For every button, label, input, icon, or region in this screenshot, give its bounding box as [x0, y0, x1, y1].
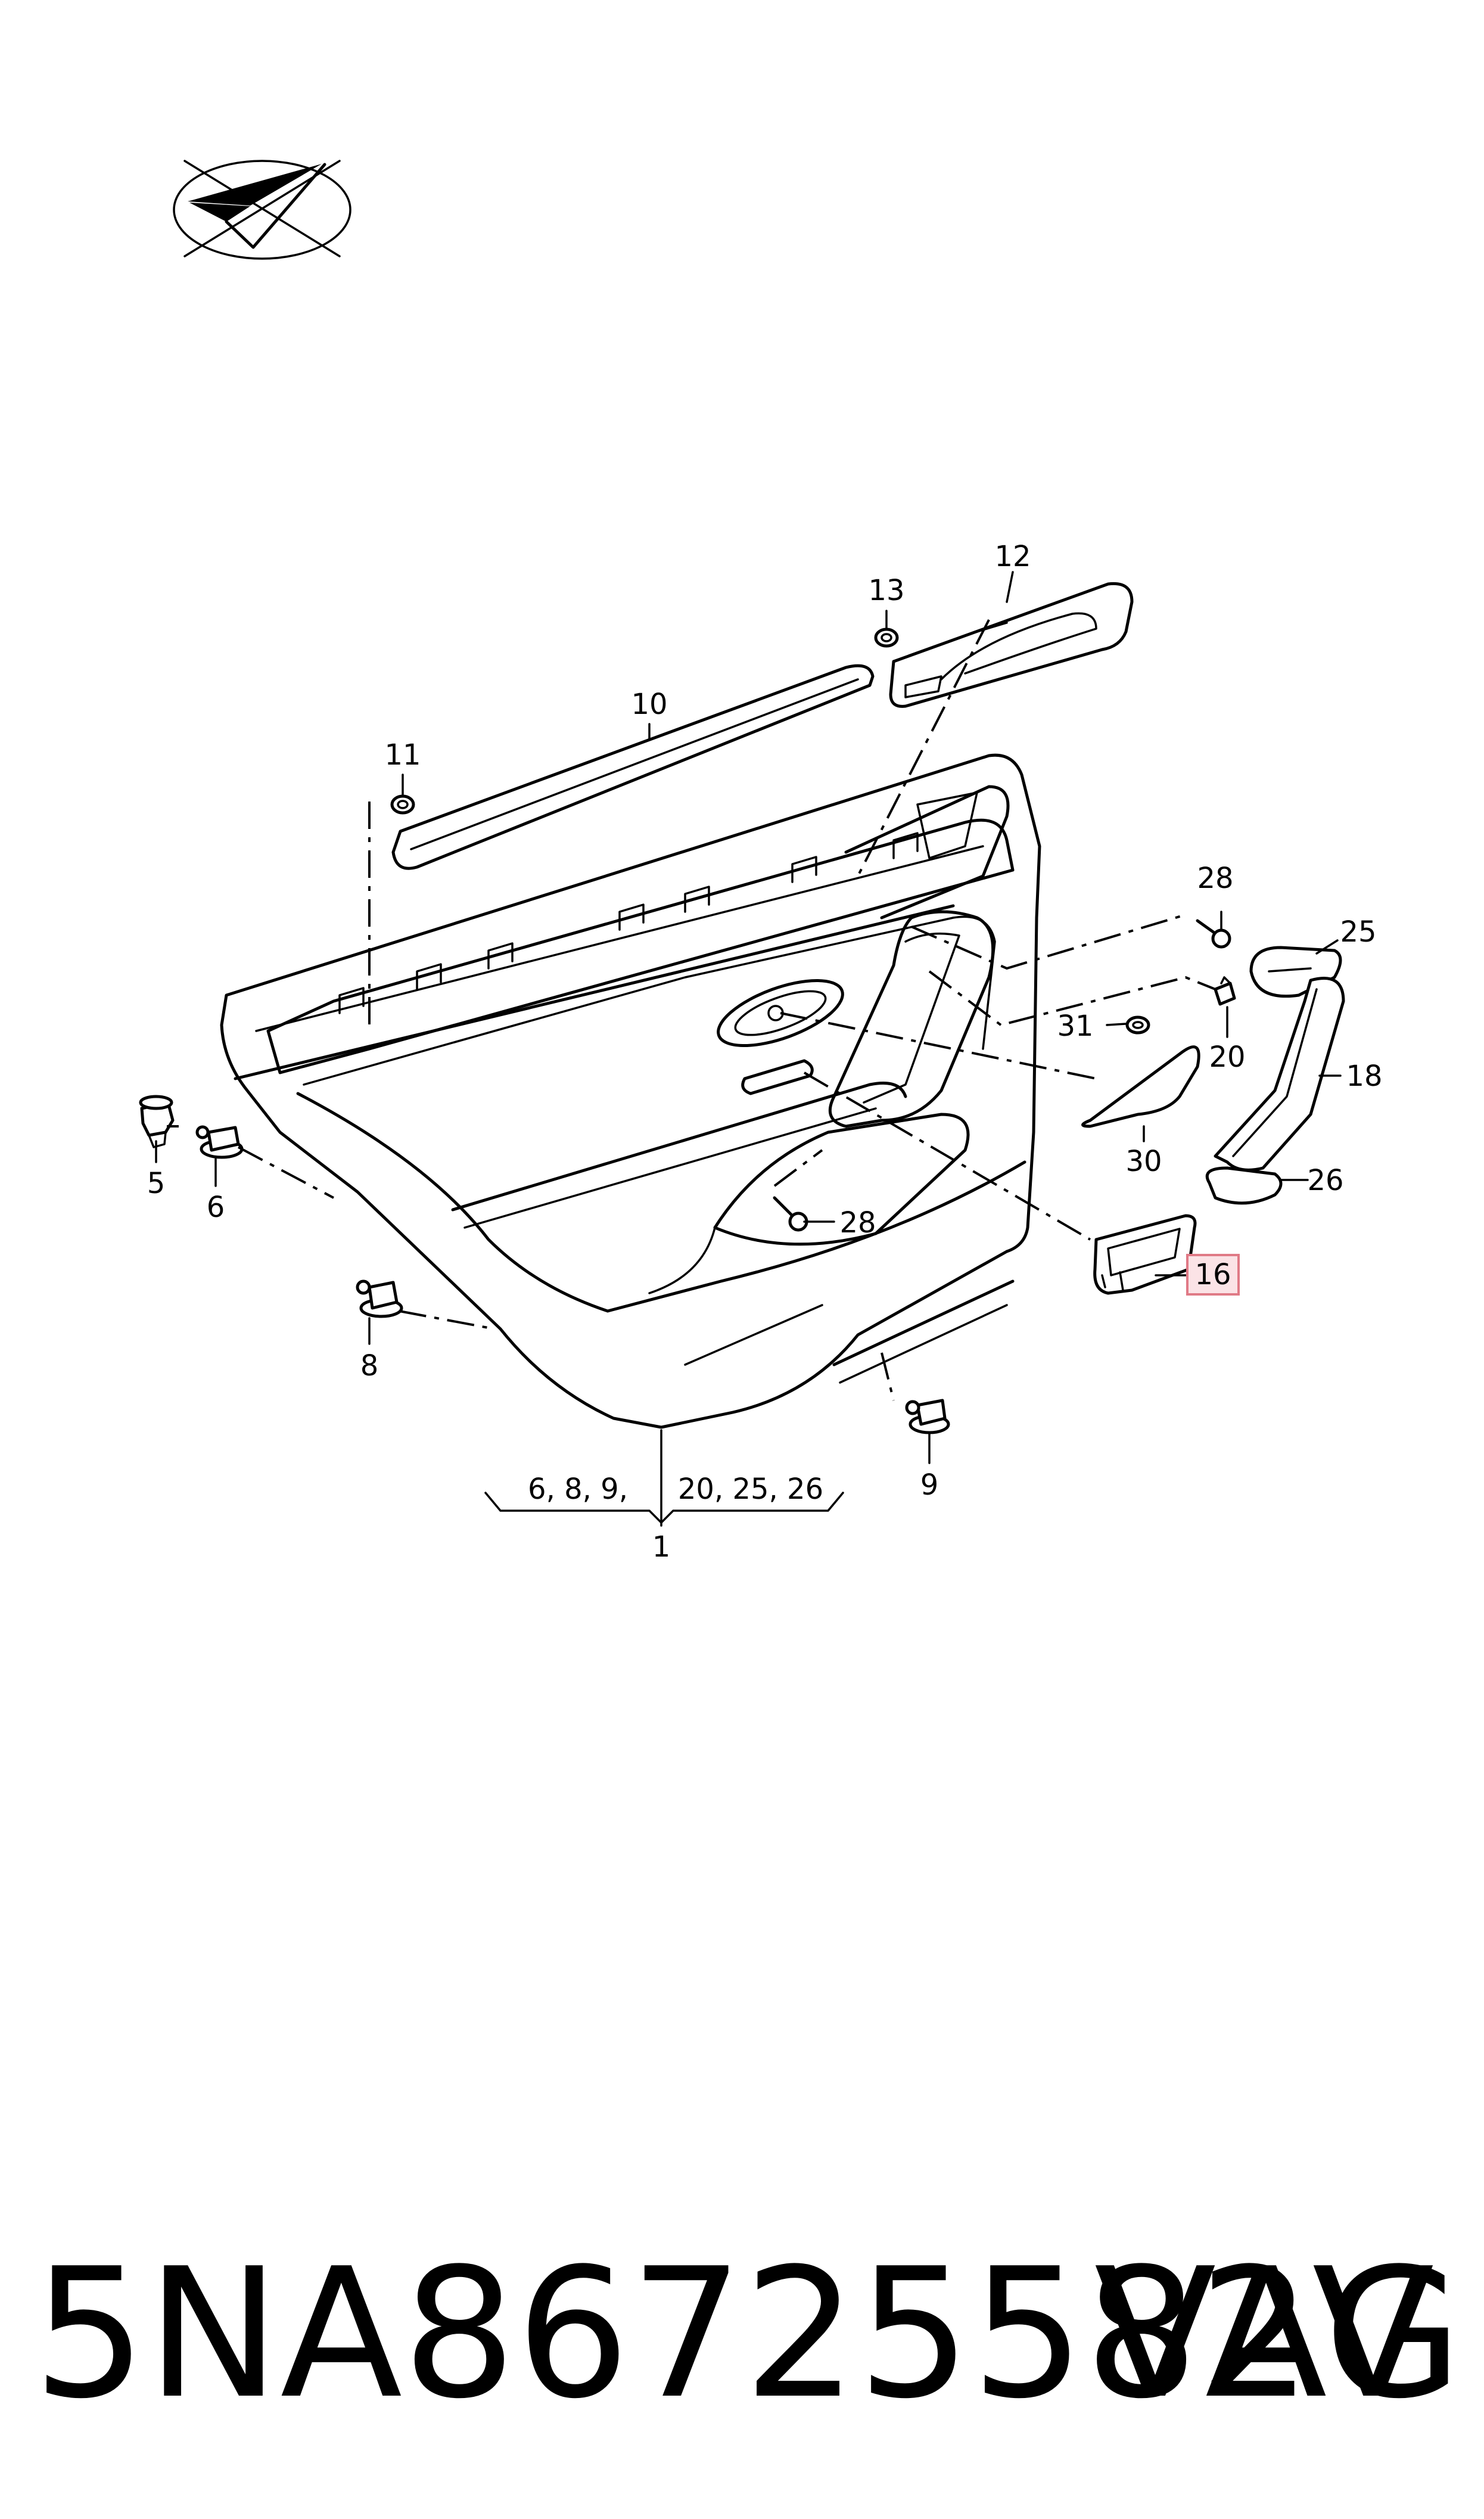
clip-part-31[interactable] [1125, 1015, 1150, 1035]
callout-6[interactable]: 6 [207, 1191, 225, 1224]
brand-name: VAG [1094, 2230, 1463, 2438]
door-trim-panel[interactable] [220, 753, 1041, 1429]
callout-18[interactable]: 18 [1346, 1060, 1382, 1093]
callout-25[interactable]: 25 [1340, 915, 1376, 949]
group-label-left: 6, 8, 9, [528, 1473, 628, 1506]
leader-lines [155, 571, 1342, 1527]
callout-1[interactable]: 1 [652, 1530, 671, 1564]
callout-8[interactable]: 8 [360, 1349, 379, 1383]
callout-31[interactable]: 31 [1057, 1010, 1093, 1043]
callout-9[interactable]: 9 [920, 1468, 939, 1502]
callout-28-upper[interactable]: 28 [1197, 862, 1233, 895]
clip-part-5[interactable] [139, 1095, 175, 1148]
cover-part-30[interactable] [1081, 1045, 1200, 1128]
clip-part-8[interactable] [356, 1279, 403, 1318]
screw-part-28-upper[interactable] [1196, 919, 1231, 949]
callout-13[interactable]: 13 [868, 574, 904, 607]
highlight-box-16 [1186, 1254, 1240, 1296]
clip-part-11[interactable] [390, 794, 415, 815]
clip-part-20[interactable] [1214, 976, 1236, 1006]
callout-30[interactable]: 30 [1125, 1145, 1162, 1178]
callout-labels: 13 12 10 11 28 25 31 20 18 30 26 28 16 5… [147, 540, 1383, 1564]
callout-10[interactable]: 10 [631, 688, 667, 721]
callout-16[interactable]: 16 [1194, 1258, 1231, 1291]
catalog-logo-icon [173, 160, 351, 260]
callout-20[interactable]: 20 [1209, 1040, 1245, 1074]
clip-part-9[interactable] [905, 1399, 950, 1434]
inner-handle-part-12[interactable] [889, 582, 1134, 708]
group-label-right: 20, 25, 26 [678, 1473, 823, 1506]
assembly-lines [167, 619, 1216, 1401]
callout-11[interactable]: 11 [384, 738, 421, 772]
part-number: 5NA86725582V [33, 2230, 1435, 2438]
callout-28-lower[interactable]: 28 [839, 1206, 876, 1240]
grab-handle-part-18[interactable] [1214, 977, 1345, 1172]
cap-part-26[interactable] [1205, 1166, 1283, 1205]
callout-5[interactable]: 5 [147, 1167, 166, 1200]
clip-part-13[interactable] [874, 628, 899, 648]
callout-26[interactable]: 26 [1307, 1164, 1343, 1197]
callout-12[interactable]: 12 [994, 540, 1031, 573]
switch-housing-part-16[interactable] [1093, 1214, 1197, 1295]
trim-strip-part-10[interactable] [391, 664, 875, 870]
clip-part-6[interactable] [195, 1125, 244, 1159]
